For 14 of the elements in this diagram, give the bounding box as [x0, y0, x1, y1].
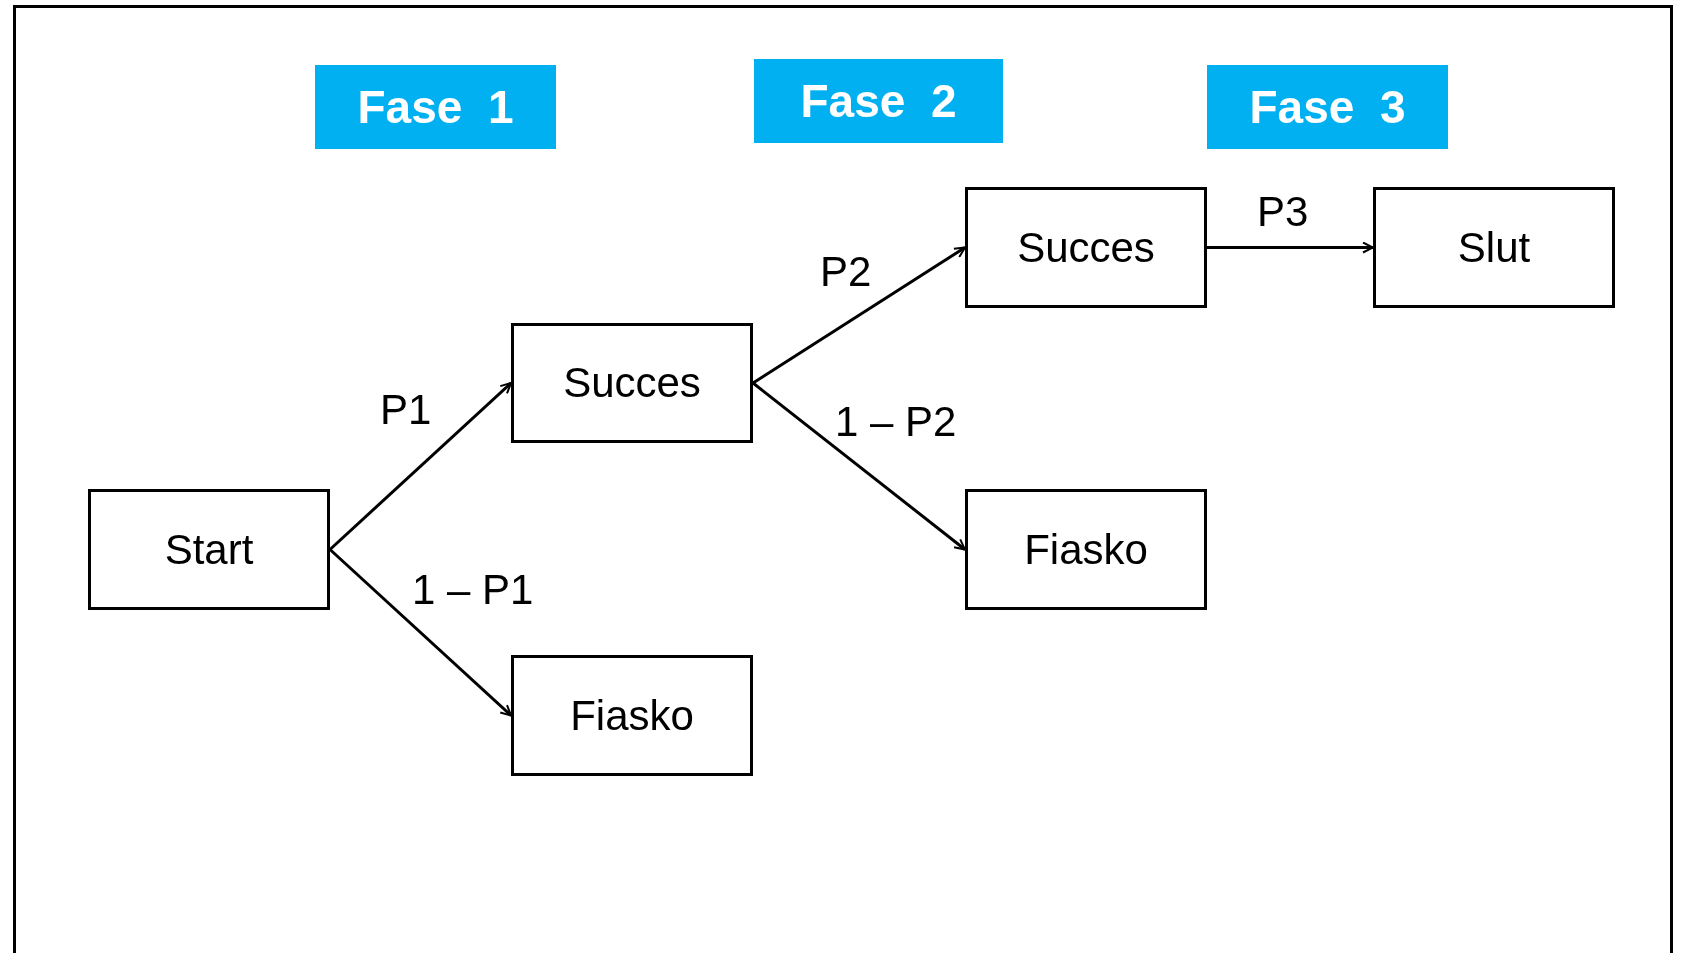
phase-banner: Fase 1: [315, 65, 556, 149]
arrow: [752, 246, 966, 385]
phase-banner: Fase 3: [1207, 65, 1448, 149]
arrow: [1207, 241, 1374, 254]
arrow: [329, 548, 512, 717]
state-box: Slut: [1373, 187, 1615, 308]
arrow: [329, 381, 512, 551]
state-box: Fiasko: [511, 655, 753, 776]
state-box: Succes: [965, 187, 1207, 308]
state-box: Fiasko: [965, 489, 1207, 610]
state-box: Start: [88, 489, 330, 610]
phase-banner: Fase 2: [754, 59, 1003, 143]
arrow: [752, 381, 966, 551]
state-box: Succes: [511, 323, 753, 443]
